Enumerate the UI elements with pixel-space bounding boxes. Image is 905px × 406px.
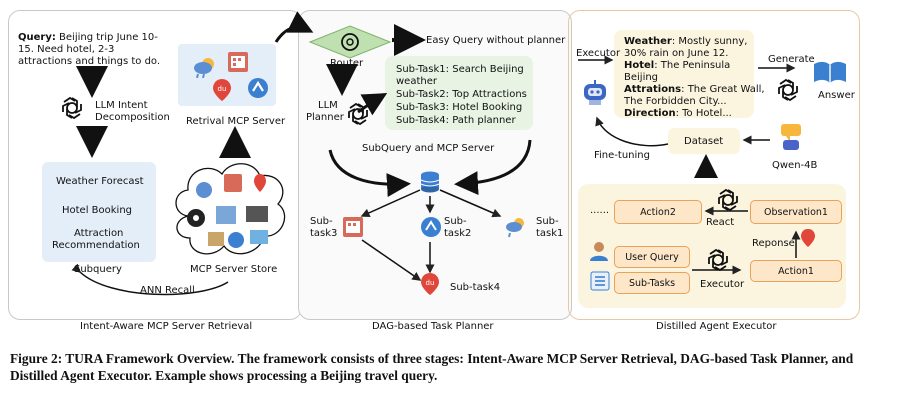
- dots-label: ......: [590, 205, 610, 216]
- query-line1: Beijing trip June 10-: [55, 32, 158, 43]
- answer-line-6: Direction: To Hotel...: [624, 108, 732, 120]
- answer-text-5: The Forbidden City...: [624, 96, 727, 107]
- subquery-label: Subquery: [74, 264, 122, 275]
- answer-text-0: : Mostly sunny,: [671, 36, 748, 47]
- answer-label-4: Attrations: [624, 84, 682, 95]
- stage2-title: DAG-based Task Planner: [372, 321, 494, 332]
- node-subtask4: Sub-task4: [450, 282, 501, 293]
- retrieval-server-label: Retrival MCP Server: [186, 116, 286, 127]
- user-query-box: User Query: [614, 246, 690, 268]
- svg-text:du: du: [218, 85, 227, 93]
- figure-caption: Figure 2: TURA Framework Overview. The f…: [10, 351, 854, 383]
- stage3-title: Distilled Agent Executor: [656, 321, 777, 332]
- subtask-list-2: Sub-Task2: Top Attractions: [396, 89, 527, 100]
- answer-label-2: Hotel: [624, 60, 655, 71]
- dataset-label: Dataset: [684, 136, 724, 147]
- stage3-panel: [568, 10, 860, 320]
- action2-box: Action2: [614, 200, 702, 224]
- finetuning-label: Fine-tuning: [594, 150, 650, 161]
- subtask-list-4: Sub-Task4: Path planner: [396, 115, 516, 126]
- subquery-hotel: Hotel Booking: [62, 205, 133, 216]
- node-subtask2-b: task2: [444, 228, 472, 239]
- generate-label: Generate: [768, 54, 815, 65]
- react-label: React: [706, 217, 735, 228]
- node-subtask1-a: Sub-: [536, 216, 559, 227]
- answer-line-4: Attrations: The Great Wall,: [624, 84, 765, 96]
- intent-line1: LLM Intent: [95, 100, 148, 111]
- answer-text-3: Beijing: [624, 72, 659, 83]
- query-label: Query:: [18, 32, 56, 43]
- node-subtask2-a: Sub-: [444, 216, 467, 227]
- generate-openai-icon: [776, 78, 800, 102]
- planner-line1: LLM: [318, 100, 338, 111]
- mcp-store-label: MCP Server Store: [190, 264, 278, 275]
- answer-line-5: The Forbidden City...: [624, 96, 727, 108]
- subquery-recommendation: Recommendation: [52, 240, 140, 251]
- planner-openai-icon: [346, 102, 370, 126]
- query-text: Query: Beijing trip June 10-: [18, 32, 158, 44]
- qwen-label: Qwen-4B: [772, 160, 818, 171]
- answer-label-6: Direction: [624, 108, 676, 119]
- subtask-list-3: Sub-Task3: Hotel Booking: [396, 102, 523, 113]
- executor-small-label: Executor: [700, 279, 745, 290]
- answer-line-3: Beijing: [624, 72, 658, 84]
- dataset-bg: [668, 128, 740, 154]
- answer-label-0: Weather: [624, 36, 672, 47]
- ann-recall-label: ANN Recall: [140, 285, 195, 296]
- answer-text-6: : To Hotel...: [675, 108, 732, 119]
- planner-line2: Planner: [306, 112, 344, 123]
- subquery-attraction: Attraction: [74, 228, 124, 239]
- sub-tasks-box: Sub-Tasks: [614, 272, 690, 294]
- answer-line-1: 30% rain on June 12.: [624, 48, 728, 60]
- react-openai-icon: [716, 188, 740, 212]
- action1-box: Action1: [750, 260, 842, 282]
- answer-text-2: : The Peninsula: [654, 60, 731, 71]
- executor-label: Executor: [576, 48, 621, 59]
- intent-line2: Decomposition: [95, 112, 170, 123]
- answer-line-0: Weather: Mostly sunny,: [624, 36, 747, 48]
- subtask-list-1: Sub-Task1: Search Beijing: [396, 64, 524, 75]
- answer-text-4: : The Great Wall,: [681, 84, 765, 95]
- openai-logo-icon: [60, 96, 84, 120]
- query-line2: 15. Need hotel, 2-3: [18, 44, 115, 55]
- answer-line-2: Hotel: The Peninsula: [624, 60, 730, 72]
- answer-label: Answer: [818, 90, 855, 101]
- node-subtask3-a: Sub-: [310, 216, 333, 227]
- stage1-title: Intent-Aware MCP Server Retrieval: [80, 321, 253, 332]
- node-subtask3-b: task3: [310, 228, 338, 239]
- query-line3: attractions and things to do.: [18, 56, 161, 67]
- node-subtask1-b: task1: [536, 228, 564, 239]
- executor-openai-icon: [706, 248, 730, 272]
- subtask-list-bg: [385, 56, 533, 130]
- subquery-bg: [42, 162, 156, 262]
- subtask-list-1b: weather: [396, 76, 437, 87]
- subquery-mcp-label: SubQuery and MCP Server: [362, 143, 495, 154]
- observation1-box: Observation1: [750, 200, 842, 224]
- svg-text:du: du: [426, 279, 435, 287]
- answer-text-1: 30% rain on June 12.: [624, 48, 729, 59]
- reponse-label: Reponse: [752, 238, 795, 249]
- subquery-weather: Weather Forecast: [56, 176, 144, 187]
- router-label: Router: [330, 58, 364, 69]
- easy-query-label: Easy Query without planner: [426, 35, 566, 46]
- answer-bg: [614, 30, 754, 118]
